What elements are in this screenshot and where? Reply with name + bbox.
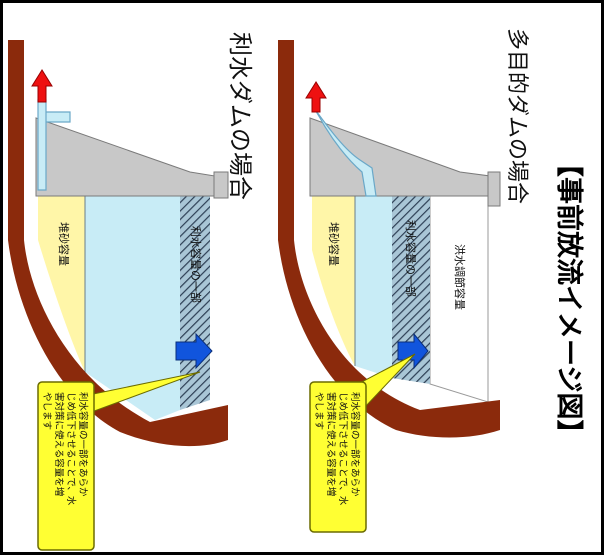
right-water-part-band: [392, 196, 430, 384]
right-callout-text: 利水容量の一部をあらか じめ低下させることで、水 害対策に使える容量を増 やしま…: [313, 392, 361, 506]
left-callout-line-4: やします: [41, 392, 52, 430]
left-water-body: [85, 196, 180, 420]
left-callout-box: [37, 381, 95, 551]
right-callout-line-1: 利水容量の一部をあらか: [349, 392, 361, 497]
left-panel: 利水ダムの場合 堆砂容量 利水容量の一部 利水容量の一部をあらか じめ低下させる…: [8, 32, 254, 551]
left-spillway-drop: [37, 99, 47, 191]
right-callout-line-2: じめ低下させることで、水: [337, 392, 349, 506]
right-spillway-channel: [313, 107, 377, 197]
right-sediment-label: 堆砂容量: [327, 222, 341, 266]
right-dam-crest: [487, 171, 501, 207]
right-sediment-layer: [312, 196, 355, 366]
left-sediment-label: 堆砂容量: [57, 222, 71, 266]
left-sediment-layer: [38, 196, 85, 372]
right-callout-line-4: やします: [313, 392, 324, 430]
left-water-part-label: 利水容量の一部: [189, 226, 203, 303]
page-title: 【事前放流イメージ図】: [553, 150, 585, 446]
left-callout-line-3: 害対策に使える容量を増: [53, 392, 65, 496]
right-panel: 多目的ダムの場合 堆砂容量 利水容量の一部 洪水調節容量 利水容量の一部をあらか…: [278, 28, 529, 533]
right-callout-box: [309, 381, 367, 533]
right-water-part-label: 利水容量の一部: [404, 220, 418, 297]
left-heading: 利水ダムの場合: [226, 32, 254, 200]
right-flood-label: 洪水調節容量: [453, 244, 467, 310]
left-dam-crest: [213, 171, 229, 199]
right-release-arrow-up: [305, 81, 327, 113]
left-callout-text: 利水容量の一部をあらか じめ低下させることで、水 害対策に使える容量を増 やしま…: [41, 392, 89, 506]
right-water-body: [355, 196, 392, 378]
left-earth-ground: [8, 40, 228, 447]
left-inflow-arrow: [175, 332, 213, 370]
left-release-arrow-up: [31, 69, 53, 103]
right-heading: 多目的ダムの場合: [504, 28, 529, 204]
right-callout-line-3: 害対策に使える容量を増: [325, 392, 337, 496]
left-callout-line-1: 利水容量の一部をあらか: [77, 392, 89, 497]
left-callout-line-2: じめ低下させることで、水: [65, 392, 77, 506]
